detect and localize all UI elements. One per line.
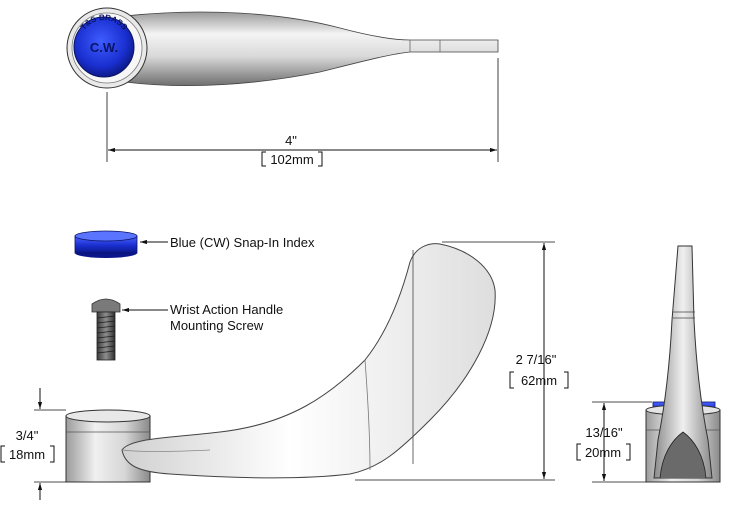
blue-snap-in-index-part: Blue (CW) Snap-In Index xyxy=(74,230,315,258)
top-view: T&S BRASS C.W. 4" 102mm xyxy=(66,7,499,167)
side-view: 2 7/16" 62mm 3/4" 18mm xyxy=(0,241,569,500)
length-dim-inch: 4" xyxy=(285,133,297,148)
end-handle-blade xyxy=(653,245,713,479)
side-base-dim-inch: 3/4" xyxy=(16,428,39,443)
height-dim-inch: 2 7/16" xyxy=(516,352,557,367)
length-dim-mm: 102mm xyxy=(270,152,313,167)
side-base-dim-mm: 18mm xyxy=(9,447,45,462)
end-base-dim-inch: 13/16" xyxy=(585,425,623,440)
index-callout-label: Blue (CW) Snap-In Index xyxy=(170,235,315,250)
side-handle-paddle xyxy=(121,243,496,479)
mounting-screw-part: Wrist Action Handle Mounting Screw xyxy=(91,298,283,361)
end-view: 13/16" 20mm xyxy=(576,245,721,483)
screw-callout-line2: Mounting Screw xyxy=(170,318,264,333)
height-dim-mm: 62mm xyxy=(521,373,557,388)
blue-index-cap xyxy=(73,16,135,78)
top-handle-arm xyxy=(124,11,499,87)
screw-callout-line1: Wrist Action Handle xyxy=(170,302,283,317)
end-base-dim-mm: 20mm xyxy=(585,445,621,460)
cap-cw-text: C.W. xyxy=(90,40,118,55)
